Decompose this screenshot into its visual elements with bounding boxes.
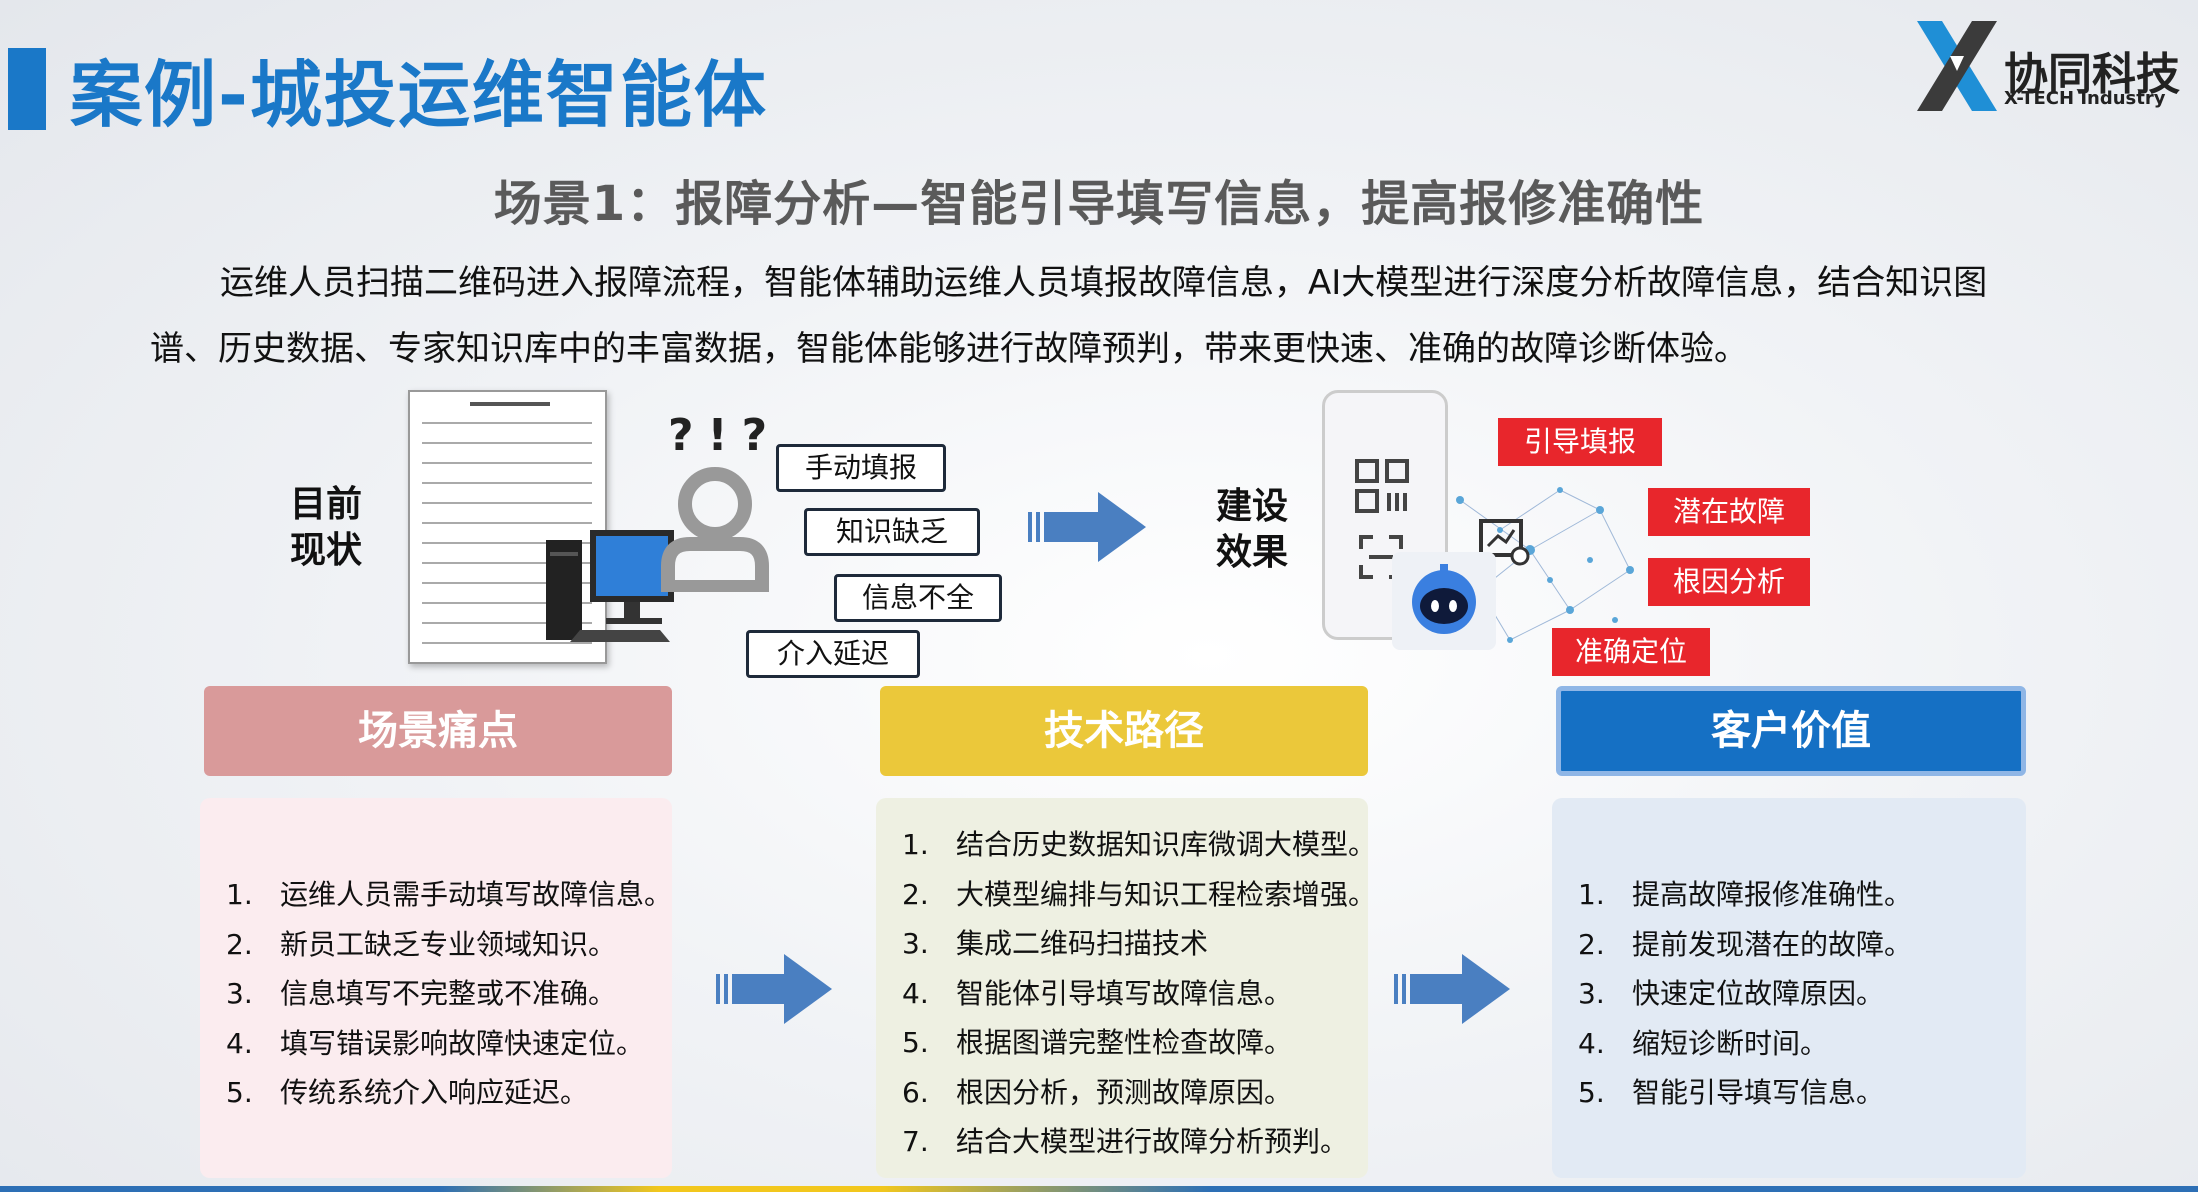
list-item: 2. 大模型编排与知识工程检索增强。 <box>902 870 1376 920</box>
list-number: 7. <box>902 1125 929 1158</box>
list-item-text: 集成二维码扫描技术 <box>956 927 1209 960</box>
list-number: 3. <box>226 977 253 1010</box>
current-status-label-line2: 现状 <box>290 530 363 571</box>
list-item-text: 结合历史数据知识库微调大模型。 <box>956 828 1377 861</box>
qr-code-icon <box>1355 459 1409 513</box>
list-number: 2. <box>226 927 253 961</box>
issue-tag-delay: 介入延迟 <box>746 630 920 678</box>
list-item: 7. 结合大模型进行故障分析预判。 <box>902 1117 1376 1167</box>
effect-tag-potential-fault: 潜在故障 <box>1648 488 1810 536</box>
list-number: 2. <box>902 877 929 911</box>
list-item: 5. 根据图谱完整性检查故障。 <box>902 1018 1376 1068</box>
list-item: 3. 集成二维码扫描技术 <box>902 919 1376 969</box>
question-marks: ?!? <box>668 410 782 461</box>
user-silhouette-icon <box>661 467 769 592</box>
effect-tag-guided-filling: 引导填报 <box>1498 418 1662 466</box>
tech-path-panel: 1. 结合历史数据知识库微调大模型。 2. 大模型编排与知识工程检索增强。 3. 集成… <box>876 798 1376 1178</box>
tech-path-header: 技术路径 <box>880 686 1368 776</box>
list-number: 3. <box>1578 977 1605 1010</box>
list-item: 4. 缩短诊断时间。 <box>1578 1019 1912 1069</box>
list-item: 4. 填写错误影响故障快速定位。 <box>226 1019 672 1069</box>
scan-icon <box>1359 535 1403 579</box>
customer-value-list: 1. 提高故障报修准确性。 2. 提前发现潜在的故障。 3. 快速定位故障原因。 4.… <box>1578 870 1912 1118</box>
list-number: 5. <box>226 1076 253 1109</box>
list-item: 5. 智能引导填写信息。 <box>1578 1068 1912 1118</box>
page-title: 案例-城投运维智能体 <box>70 53 768 137</box>
list-number: 1. <box>1578 878 1605 911</box>
effect-tag-precise-location: 准确定位 <box>1552 628 1710 676</box>
scenario-subtitle: 场景1：报障分析—智能引导填写信息，提高报修准确性 <box>493 176 1705 232</box>
list-item: 5. 传统系统介入响应延迟。 <box>226 1068 672 1118</box>
list-number: 1. <box>226 878 253 911</box>
effect-label-line2: 效果 <box>1216 532 1289 573</box>
scenario-description: 运维人员扫描二维码进入报障流程，智能体辅助运维人员填报故障信息，AI大模型进行深… <box>150 263 1988 369</box>
list-item-text: 智能体引导填写故障信息。 <box>956 976 1293 1010</box>
list-item-text: 提前发现潜在的故障。 <box>1632 927 1913 961</box>
company-logo: 协同科技 X-TECH Industry <box>1912 16 2182 116</box>
desktop-computer-icon <box>546 530 674 642</box>
list-item: 2. 提前发现潜在的故障。 <box>1578 920 1912 970</box>
current-status-label: 目前 现状 <box>290 482 362 574</box>
issue-tag-incomplete: 信息不全 <box>834 574 1002 622</box>
logo-text-en: X-TECH Industry <box>2004 88 2166 109</box>
tech-path-list: 1. 结合历史数据知识库微调大模型。 2. 大模型编排与知识工程检索增强。 3. 集成… <box>902 820 1376 1167</box>
robot-face-icon <box>1412 564 1476 634</box>
bottom-decor-strip <box>0 1186 2198 1192</box>
list-number: 5. <box>1578 1076 1605 1109</box>
list-item: 3. 信息填写不完整或不准确。 <box>226 969 672 1019</box>
customer-value-panel: 1. 提高故障报修准确性。 2. 提前发现潜在的故障。 3. 快速定位故障原因。 4.… <box>1552 798 2026 1178</box>
arrow-right-icon <box>1028 492 1146 562</box>
current-status-label-line1: 目前 <box>290 484 363 525</box>
list-number: 4. <box>1578 1026 1605 1060</box>
list-item-text: 智能引导填写信息。 <box>1632 1076 1885 1109</box>
list-number: 3. <box>902 927 929 960</box>
list-item: 1. 运维人员需手动填写故障信息。 <box>226 870 672 920</box>
list-item: 4. 智能体引导填写故障信息。 <box>902 969 1376 1019</box>
logo-text-cn: 协同科技 <box>2004 49 2180 100</box>
list-item: 1. 结合历史数据知识库微调大模型。 <box>902 820 1376 870</box>
list-item-text: 根据图谱完整性检查故障。 <box>956 1026 1293 1059</box>
list-item-text: 根因分析，预测故障原因。 <box>956 1075 1293 1109</box>
list-number: 1. <box>902 828 929 861</box>
title-accent-bar <box>8 48 46 130</box>
pain-points-panel: 1. 运维人员需手动填写故障信息。 2. 新员工缺乏专业领域知识。 3. 信息填写不完… <box>200 798 672 1178</box>
list-item-text: 运维人员需手动填写故障信息。 <box>280 878 673 911</box>
list-item-text: 填写错误影响故障快速定位。 <box>280 1026 645 1060</box>
list-number: 5. <box>902 1026 929 1059</box>
effect-label-line1: 建设 <box>1216 486 1289 527</box>
issue-tag-manual: 手动填报 <box>776 444 946 492</box>
list-item-text: 新员工缺乏专业领域知识。 <box>280 927 617 961</box>
pain-points-header: 场景痛点 <box>204 686 672 776</box>
issue-tag-knowledge: 知识缺乏 <box>804 508 980 556</box>
arrow-right-icon <box>716 954 832 1024</box>
list-item: 1. 提高故障报修准确性。 <box>1578 870 1912 920</box>
chart-view-icon <box>1479 519 1530 566</box>
ai-robot-image <box>1392 552 1496 650</box>
list-item-text: 结合大模型进行故障分析预判。 <box>956 1125 1349 1158</box>
list-item-text: 提高故障报修准确性。 <box>1632 878 1913 911</box>
pain-points-list: 1. 运维人员需手动填写故障信息。 2. 新员工缺乏专业领域知识。 3. 信息填写不完… <box>226 870 672 1118</box>
list-number: 4. <box>902 976 929 1010</box>
list-item: 2. 新员工缺乏专业领域知识。 <box>226 920 672 970</box>
list-item-text: 信息填写不完整或不准确。 <box>280 977 617 1010</box>
list-number: 6. <box>902 1075 929 1109</box>
list-item-text: 大模型编排与知识工程检索增强。 <box>956 877 1377 911</box>
list-item-text: 快速定位故障原因。 <box>1632 977 1885 1010</box>
list-item-text: 传统系统介入响应延迟。 <box>280 1076 589 1109</box>
list-number: 4. <box>226 1026 253 1060</box>
effect-label: 建设 效果 <box>1216 484 1288 576</box>
effect-tag-root-cause: 根因分析 <box>1648 558 1810 606</box>
customer-value-header: 客户价值 <box>1556 686 2026 776</box>
list-number: 2. <box>1578 927 1605 961</box>
x-logo-icon <box>1917 21 1997 111</box>
list-item: 6. 根因分析，预测故障原因。 <box>902 1068 1376 1118</box>
list-item-text: 缩短诊断时间。 <box>1632 1026 1829 1060</box>
list-item: 3. 快速定位故障原因。 <box>1578 969 1912 1019</box>
arrow-right-icon <box>1394 954 1510 1024</box>
